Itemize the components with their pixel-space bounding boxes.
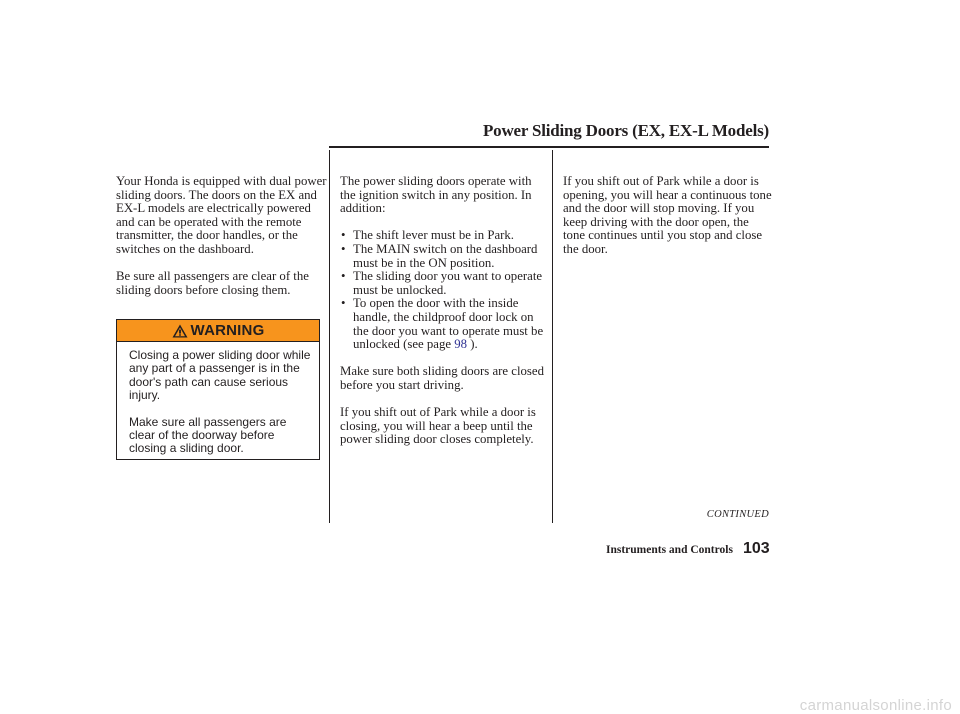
warning-text-2: Make sure all passengers are clear of th… xyxy=(129,414,287,456)
list-item-end: ). xyxy=(467,337,478,352)
closing-paragraph: Make sure both sliding doors are closed … xyxy=(340,364,544,392)
column-middle: The power sliding doors operate with the… xyxy=(340,174,545,447)
section-name: Instruments and Controls xyxy=(606,544,733,556)
watermark: carmanualsonline.info xyxy=(0,697,960,714)
beep-paragraph: If you shift out of Park while a door is… xyxy=(340,405,536,447)
page-number: 103 xyxy=(743,540,770,557)
warning-header: WARNING xyxy=(117,320,319,342)
list-item-text: To open the door with the inside handle,… xyxy=(353,296,544,352)
warning-body: Closing a power sliding door while any p… xyxy=(117,342,319,456)
list-item: The sliding door you want to operate mus… xyxy=(340,269,545,297)
column-divider xyxy=(329,150,330,523)
list-item: The shift lever must be in Park. xyxy=(340,229,545,243)
list-item: The MAIN switch on the dashboard must be… xyxy=(340,242,545,270)
warning-triangle-icon xyxy=(172,324,188,337)
warning-box: WARNING Closing a power sliding door whi… xyxy=(116,319,320,460)
header-rule xyxy=(329,146,769,148)
list-item: To open the door with the inside handle,… xyxy=(340,297,545,351)
intro-paragraph: Your Honda is equipped with dual power s… xyxy=(116,174,327,256)
conditions-list: The shift lever must be in Park. The MAI… xyxy=(340,229,545,351)
page-98-link[interactable]: 98 xyxy=(454,337,468,352)
warning-text-1: Closing a power sliding door while any p… xyxy=(129,348,311,403)
column-divider xyxy=(552,150,553,523)
warning-label: WARNING xyxy=(190,322,265,339)
column-left: Your Honda is equipped with dual power s… xyxy=(116,174,328,297)
opening-tone-paragraph: If you shift out of Park while a door is… xyxy=(563,174,772,256)
conditions-intro: The power sliding doors operate with the… xyxy=(340,174,532,216)
column-right: If you shift out of Park while a door is… xyxy=(563,174,773,257)
page-title: Power Sliding Doors (EX, EX-L Models) xyxy=(482,121,769,140)
continued-label: CONTINUED xyxy=(706,509,769,520)
watermark-text: carmanualsonline.info xyxy=(799,697,952,714)
caution-paragraph: Be sure all passengers are clear of the … xyxy=(116,269,309,297)
